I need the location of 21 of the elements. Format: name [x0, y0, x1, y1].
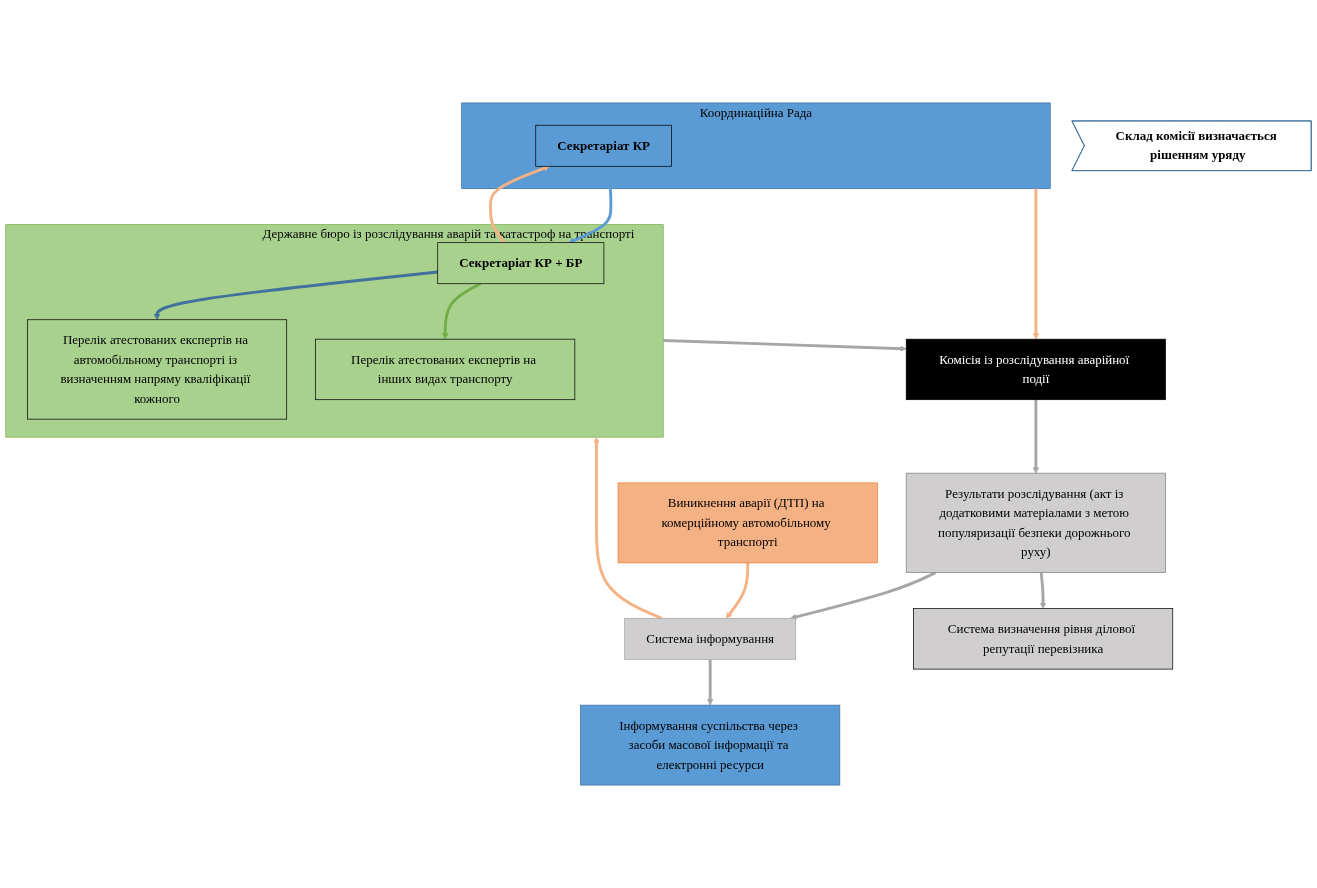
node-box: Система визначення рівня ділової репутації перевізника: [913, 608, 1174, 670]
arrow: [489, 165, 550, 244]
node-box: Результати розслідування (акт із додатковими матеріалами з метою популяризації безпеки дорожнього руху): [905, 472, 1166, 573]
arrow: [790, 571, 937, 620]
arrow: [663, 339, 907, 352]
node-box: Інформування суспільства через засоби масової інформації та електронні ресурси: [580, 704, 841, 786]
arrow: [442, 282, 482, 340]
arrow: [725, 562, 750, 619]
node-box: Перелік атестованих експертів на інших видах транспорту: [315, 338, 576, 401]
node-box: Перелік атестованих експертів на автомобільному транспорті із визначенням напряму кваліфікації кожного: [27, 319, 288, 420]
arrow: [1032, 399, 1040, 474]
node-box: Система інформування: [624, 617, 797, 660]
node-box: Секретаріат КР: [535, 124, 672, 167]
arrow: [707, 659, 714, 706]
node-box: Секретаріат КР + БР: [437, 242, 605, 285]
arrow: [153, 270, 438, 321]
arrow: [1032, 188, 1040, 340]
arrow: [1039, 572, 1047, 609]
arrow: [593, 436, 663, 620]
node-box: Виникнення аварії (ДТП) на комерційному автомобільному транспорті: [617, 482, 878, 564]
node-box: Комісія із розслідування аварійної події: [905, 338, 1166, 401]
